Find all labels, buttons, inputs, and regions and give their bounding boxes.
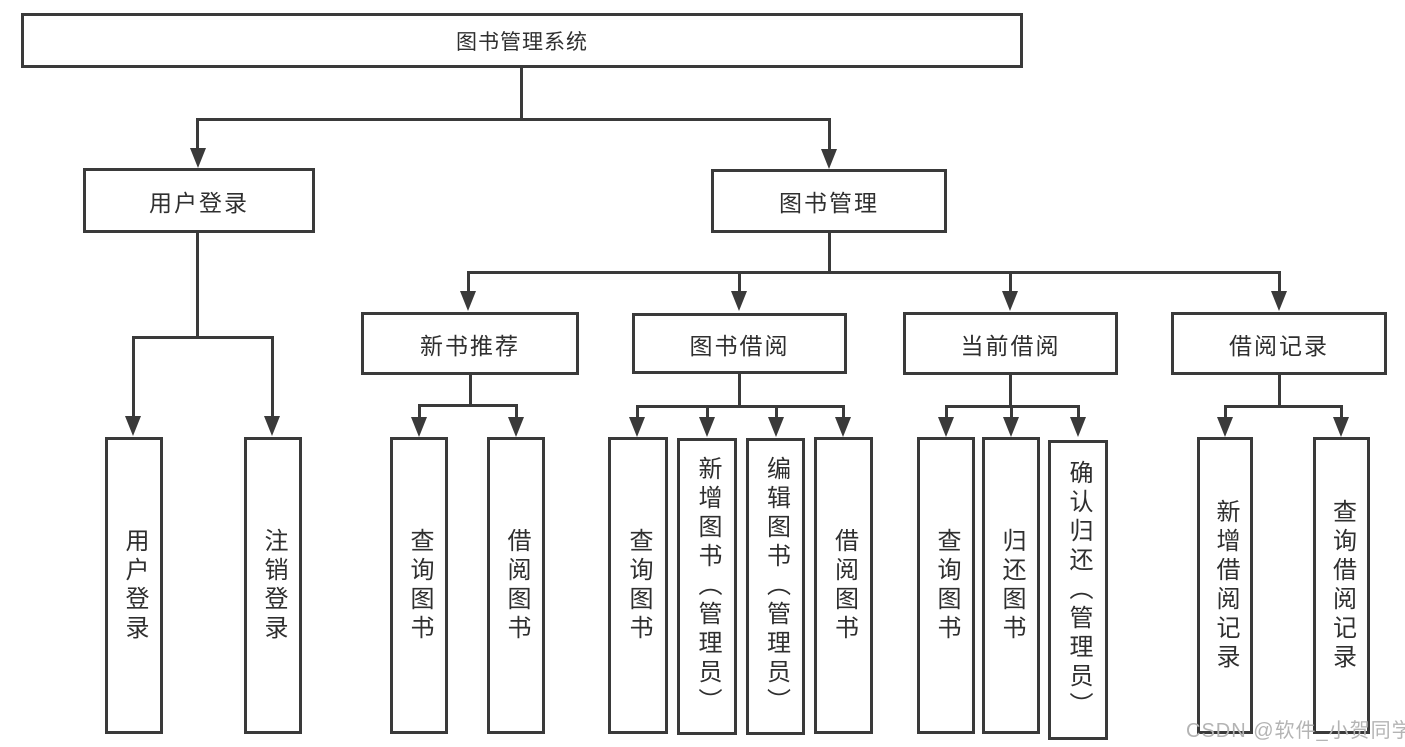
leaf-add-borrow-record-label: 新增借阅记录 [1212, 498, 1239, 673]
connector-drop-new-rec [467, 271, 470, 295]
node-book-management: 图书管理 [711, 169, 947, 233]
connector-level2-rail [196, 118, 831, 121]
connector-drop-leaf-user-login [132, 336, 135, 418]
node-user-login: 用户登录 [83, 168, 315, 233]
leaf-confirm-return-admin-label: 确认归还（管理员） [1065, 459, 1092, 721]
connector-drop-book-borrow [738, 271, 741, 295]
arrowhead-edit-book [768, 417, 784, 437]
node-library-system: 图书管理系统 [21, 13, 1023, 68]
leaf-borrow-books-1-label: 借阅图书 [503, 527, 530, 644]
connector-drop-add-record [1224, 405, 1227, 419]
connector-drop-user-login [196, 118, 199, 151]
leaf-return-book-label: 归还图书 [998, 527, 1025, 644]
node-borrowing-records-label: 借阅记录 [1229, 332, 1329, 359]
node-book-borrowing: 图书借阅 [632, 313, 847, 374]
arrowhead-borrow-books-2 [835, 417, 851, 437]
leaf-query-borrow-record: 查询借阅记录 [1313, 437, 1370, 734]
arrowhead-leaf-user-login [125, 416, 141, 436]
leaf-borrow-books-2-label: 借阅图书 [830, 527, 858, 644]
connector-drop-query-books-2 [636, 405, 639, 419]
connector-new-rec-stem [469, 375, 472, 407]
leaf-query-books-2: 查询图书 [608, 437, 668, 734]
connector-root-stem [520, 68, 523, 118]
arrowhead-borrow-books-1 [508, 417, 524, 437]
connector-borrow-records-stem [1278, 375, 1281, 408]
connector-drop-query-books-3 [945, 405, 948, 419]
connector-level3-rail [467, 271, 1281, 274]
connector-drop-return-book [1010, 405, 1013, 419]
connector-user-login-stem [196, 233, 199, 338]
leaf-query-books-1: 查询图书 [390, 437, 448, 734]
connector-new-rec-rail [418, 404, 518, 407]
connector-borrow-records-rail [1224, 405, 1342, 408]
connector-drop-borrow-records [1278, 271, 1281, 295]
connector-drop-leaf-logout [271, 336, 274, 418]
node-user-login-label: 用户登录 [149, 189, 249, 216]
leaf-logout: 注销登录 [244, 437, 302, 734]
leaf-query-books-1-label: 查询图书 [406, 527, 433, 644]
leaf-return-book: 归还图书 [982, 437, 1040, 734]
arrowhead-query-books-3 [938, 417, 954, 437]
connector-drop-query-books-1 [418, 404, 421, 419]
node-new-book-recommend-label: 新书推荐 [420, 332, 520, 359]
leaf-user-login-label: 用户登录 [121, 527, 148, 644]
connector-drop-add-book [706, 405, 709, 419]
connector-drop-query-record [1340, 405, 1343, 419]
leaf-query-books-3-label: 查询图书 [933, 527, 960, 644]
leaf-query-borrow-record-label: 查询借阅记录 [1328, 498, 1356, 673]
arrowhead-user-login [190, 148, 206, 168]
arrowhead-return-book [1003, 417, 1019, 437]
node-book-management-label: 图书管理 [779, 190, 879, 216]
arrowhead-query-books-2 [629, 417, 645, 437]
leaf-edit-book-admin: 编辑图书（管理员） [746, 438, 805, 735]
arrowhead-query-record [1333, 417, 1349, 437]
node-current-borrowing: 当前借阅 [903, 312, 1118, 375]
arrowhead-book-borrow [731, 291, 747, 311]
leaf-logout-label: 注销登录 [260, 527, 287, 644]
arrowhead-borrow-records [1271, 291, 1287, 311]
arrowhead-add-record [1217, 417, 1233, 437]
node-book-borrowing-label: 图书借阅 [689, 332, 790, 359]
connector-current-borrow-stem [1009, 375, 1012, 408]
leaf-add-book-admin: 新增图书（管理员） [677, 438, 737, 735]
leaf-edit-book-admin-label: 编辑图书（管理员） [762, 456, 790, 717]
connector-book-borrow-rail [636, 405, 844, 408]
connector-drop-book-mgmt [828, 118, 831, 152]
leaf-borrow-books-1: 借阅图书 [487, 437, 545, 734]
arrowhead-query-books-1 [411, 417, 427, 437]
connector-drop-edit-book [775, 405, 778, 419]
leaf-add-book-admin-label: 新增图书（管理员） [694, 456, 721, 717]
node-current-borrowing-label: 当前借阅 [960, 332, 1061, 359]
arrowhead-confirm-return [1070, 417, 1086, 437]
node-new-book-recommend: 新书推荐 [361, 312, 579, 375]
leaf-confirm-return-admin: 确认归还（管理员） [1048, 440, 1108, 740]
leaf-query-books-3: 查询图书 [917, 437, 975, 734]
arrowhead-new-rec [460, 291, 476, 311]
csdn-watermark: CSDN @软件_小贺同学 [1186, 720, 1405, 742]
arrowhead-leaf-logout [264, 416, 280, 436]
leaf-query-books-2-label: 查询图书 [625, 527, 652, 644]
arrowhead-current-borrow [1002, 291, 1018, 311]
connector-drop-borrow-books-1 [515, 404, 518, 419]
leaf-borrow-books-2: 借阅图书 [814, 437, 873, 734]
leaf-add-borrow-record: 新增借阅记录 [1197, 437, 1253, 734]
arrowhead-book-mgmt [821, 149, 837, 169]
arrowhead-add-book [699, 417, 715, 437]
connector-drop-confirm-return [1077, 405, 1080, 419]
connector-book-borrow-stem [738, 374, 741, 408]
node-borrowing-records: 借阅记录 [1171, 312, 1387, 375]
node-library-system-label: 图书管理系统 [456, 30, 588, 54]
connector-book-mgmt-stem [828, 233, 831, 273]
connector-user-login-rail [132, 336, 274, 339]
connector-drop-borrow-books-2 [842, 405, 845, 419]
connector-drop-current-borrow [1009, 271, 1012, 295]
leaf-user-login: 用户登录 [105, 437, 163, 734]
